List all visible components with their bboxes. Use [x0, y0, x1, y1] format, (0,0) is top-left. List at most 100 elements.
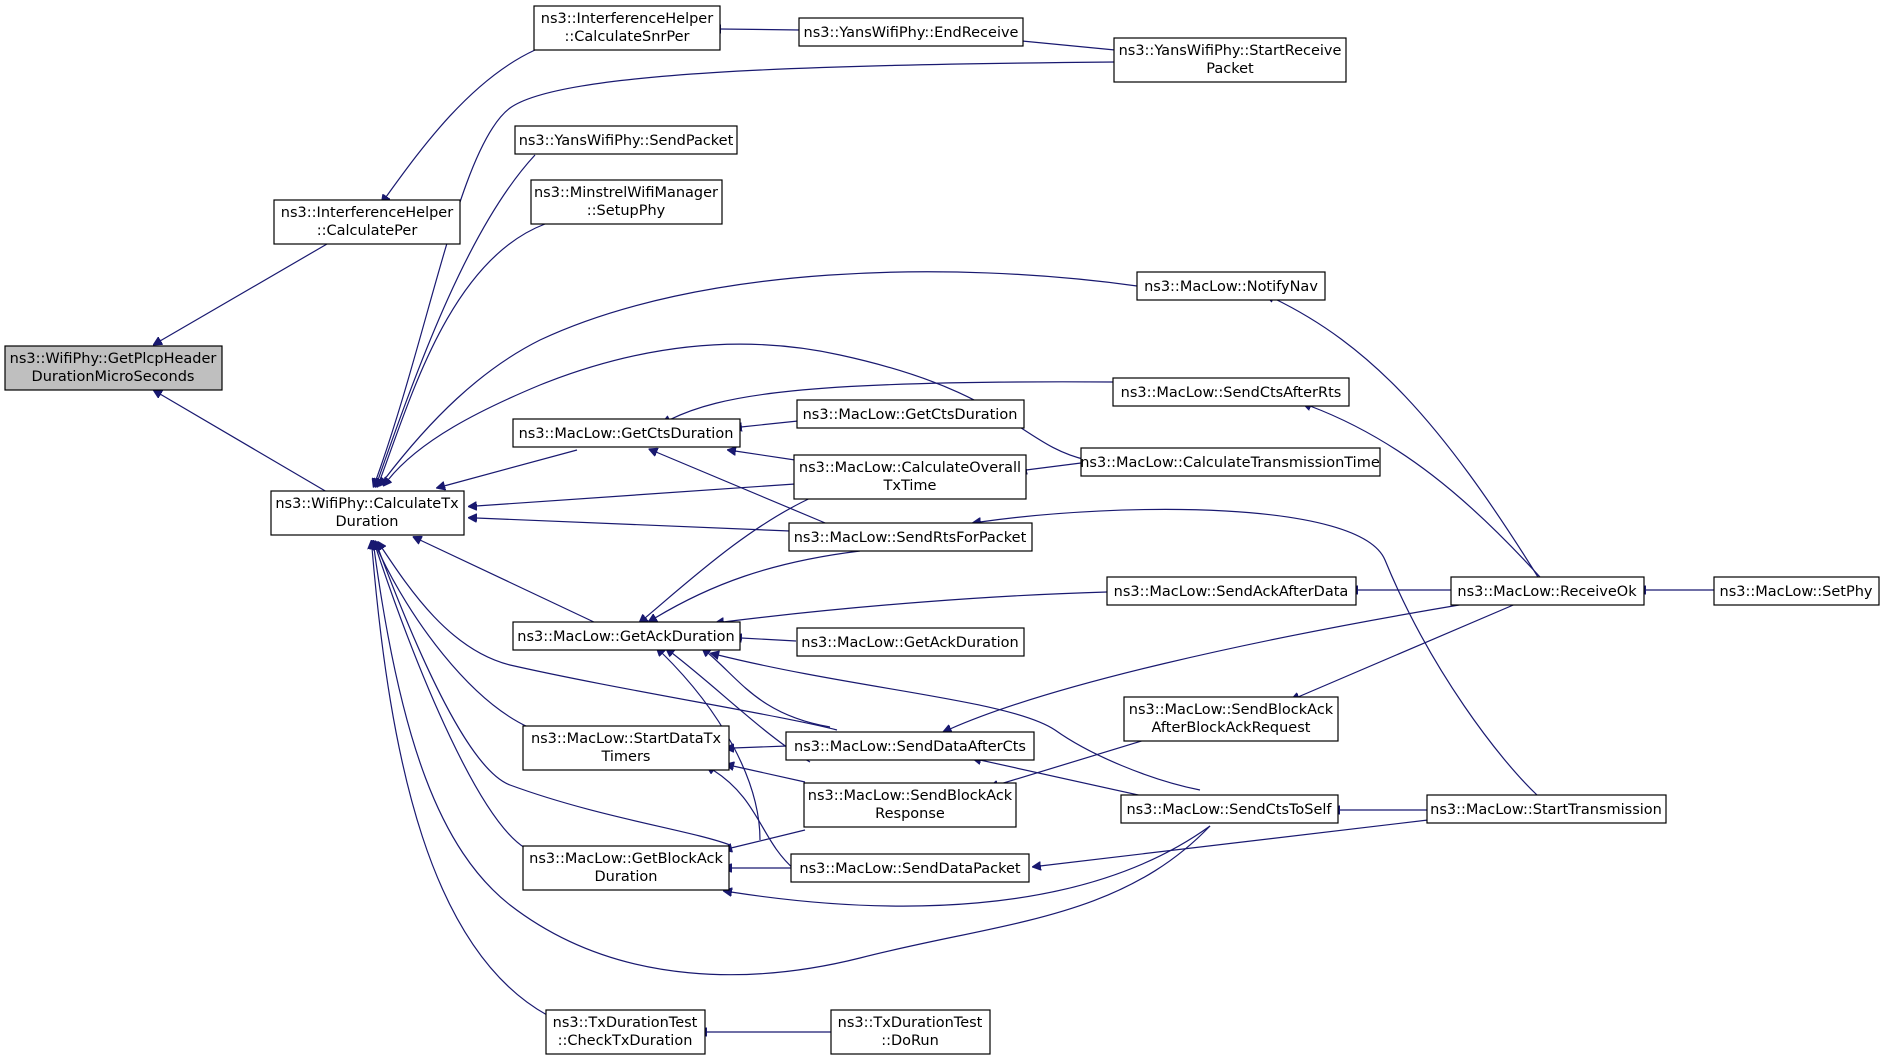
node-interference-calculate-per[interactable]: ns3::InterferenceHelper ::CalculatePer — [273, 199, 461, 245]
node-start-data-tx-timers[interactable]: ns3::MacLow::StartDataTx Timers — [522, 725, 730, 771]
edge-calcsnrper-to-calcper — [386, 49, 536, 197]
node-label: ns3::MacLow::NotifyNav — [1144, 279, 1318, 295]
edge-sendrts-to-getctsdur — [656, 452, 831, 526]
edge-startreceive-to-calctxdur — [376, 61, 1116, 480]
node-label: DurationMicroSeconds — [32, 369, 195, 385]
node-label: ns3::MacLow::GetCtsDuration — [803, 407, 1018, 423]
node-label: Timers — [600, 749, 650, 765]
edge-notifynav-to-calctxdur — [384, 271, 1138, 480]
node-send-block-ack-after-request[interactable]: ns3::MacLow::SendBlockAck AfterBlockAckR… — [1123, 696, 1339, 742]
edge-calcoverall-to-calctxdur — [476, 483, 796, 506]
edge-getctsdur2-to-getctsdur — [741, 420, 799, 427]
node-label: ns3::MacLow::GetAckDuration — [801, 635, 1019, 651]
node-set-phy[interactable]: ns3::MacLow::SetPhy — [1713, 576, 1880, 606]
edge-getackdur2-to-getackdur — [741, 638, 797, 641]
edge-minstrel-to-calctxdur — [380, 223, 546, 480]
edge-getctsdur-to-calctxdur — [444, 449, 578, 486]
node-label: ns3::InterferenceHelper — [281, 205, 453, 221]
node-notify-nav[interactable]: ns3::MacLow::NotifyNav — [1136, 271, 1326, 301]
node-label: ns3::MacLow::SendBlockAck — [1129, 702, 1334, 718]
edge-sendpacket-to-calctxdur — [378, 154, 536, 480]
node-calculate-transmission-time[interactable]: ns3::MacLow::CalculateTransmissionTime — [1080, 447, 1381, 477]
edge-calctranstime-to-calcoverall — [1026, 462, 1082, 470]
edge-senddataafterctscts-to-getackdur — [708, 653, 831, 728]
node-label: Packet — [1206, 61, 1254, 77]
node-label: ns3::MacLow::SendCtsToSelf — [1126, 802, 1332, 818]
node-label: ns3::WifiPhy::GetPlcpHeader — [10, 351, 217, 367]
node-label: ns3::YansWifiPhy::EndReceive — [804, 25, 1019, 41]
node-label: ns3::WifiPhy::CalculateTx — [275, 496, 459, 512]
edge-getblockackdur-to-calctxdur — [376, 548, 526, 849]
edge-senddatapacket-to-calctxdur — [378, 548, 731, 846]
node-send-cts-after-rts[interactable]: ns3::MacLow::SendCtsAfterRts — [1112, 377, 1350, 407]
node-label: ns3::MacLow::ReceiveOk — [1457, 584, 1637, 600]
nodes: ns3::WifiPhy::GetPlcpHeader DurationMicr… — [4, 5, 1880, 1055]
edge-receiveok-to-blockackafterreq — [1298, 602, 1519, 697]
edge-sendackafterdata-to-getackdur — [723, 591, 1108, 622]
edges — [160, 29, 1715, 1032]
node-interference-calculate-snr-per[interactable]: ns3::InterferenceHelper ::CalculateSnrPe… — [533, 5, 721, 51]
node-get-ack-duration-2[interactable]: ns3::MacLow::GetAckDuration — [796, 627, 1025, 657]
node-label: ::CheckTxDuration — [558, 1033, 693, 1049]
node-label: ns3::MacLow::SendDataAfterCts — [794, 739, 1026, 755]
edge-senddatapacket-to-startdatatx — [713, 770, 796, 871]
node-get-cts-duration-2[interactable]: ns3::MacLow::GetCtsDuration — [796, 399, 1025, 429]
node-yans-end-receive[interactable]: ns3::YansWifiPhy::EndReceive — [798, 17, 1024, 47]
node-label: ns3::MacLow::GetAckDuration — [517, 629, 735, 645]
edge-starttransmission-to-senddatapacket — [1040, 819, 1429, 866]
node-send-ack-after-data[interactable]: ns3::MacLow::SendAckAfterData — [1106, 576, 1357, 606]
node-send-cts-to-self[interactable]: ns3::MacLow::SendCtsToSelf — [1120, 794, 1339, 824]
edge-senddataafterctscts-to-startdatatx — [733, 746, 788, 748]
node-label: ::SetupPhy — [587, 203, 666, 219]
node-calculate-overall-tx-time[interactable]: ns3::MacLow::CalculateOverall TxTime — [793, 454, 1027, 500]
node-label: ::DoRun — [881, 1033, 939, 1049]
node-start-transmission[interactable]: ns3::MacLow::StartTransmission — [1426, 794, 1667, 824]
node-txdurationtest-do-run[interactable]: ns3::TxDurationTest ::DoRun — [830, 1009, 991, 1055]
node-label: ns3::YansWifiPhy::StartReceive — [1119, 43, 1342, 59]
node-label: ns3::TxDurationTest — [838, 1015, 983, 1031]
edge-sendrts-to-getackdur — [655, 550, 861, 618]
node-label: ns3::MacLow::StartTransmission — [1430, 802, 1662, 818]
node-send-rts-for-packet[interactable]: ns3::MacLow::SendRtsForPacket — [788, 522, 1033, 552]
edge-ctstoself-to-senddataafterctscts — [980, 760, 1153, 799]
node-label: ns3::MacLow::GetBlockAck — [529, 851, 723, 867]
edge-calcoverall-to-getackdur — [645, 495, 816, 618]
node-send-block-ack-response[interactable]: ns3::MacLow::SendBlockAck Response — [803, 782, 1017, 828]
node-get-plcp-header-duration[interactable]: ns3::WifiPhy::GetPlcpHeader DurationMicr… — [4, 345, 223, 391]
node-get-cts-duration[interactable]: ns3::MacLow::GetCtsDuration — [512, 418, 741, 448]
node-label: Duration — [336, 514, 399, 530]
node-yans-start-receive-packet[interactable]: ns3::YansWifiPhy::StartReceive Packet — [1113, 37, 1347, 83]
node-label: TxTime — [883, 478, 937, 494]
node-yans-send-packet[interactable]: ns3::YansWifiPhy::SendPacket — [514, 125, 738, 155]
edge-receiveok-to-notifynav — [1273, 298, 1539, 578]
edge-senddataafterctscts-to-calctxdur — [382, 548, 838, 731]
node-label: ns3::MacLow::SendBlockAck — [808, 788, 1013, 804]
node-label: ns3::MacLow::CalculateTransmissionTime — [1080, 455, 1380, 471]
node-label: ns3::MacLow::CalculateOverall — [799, 460, 1021, 476]
edge-sendctsafterrts-to-getctsdur — [669, 381, 1114, 420]
edge-getackdur-to-calctxdur — [420, 540, 597, 624]
node-label: ::CalculateSnrPer — [565, 29, 690, 45]
node-label: ns3::MacLow::SendCtsAfterRts — [1121, 385, 1342, 401]
node-label: ns3::MacLow::SendRtsForPacket — [794, 530, 1027, 546]
node-send-data-after-cts[interactable]: ns3::MacLow::SendDataAfterCts — [785, 731, 1035, 761]
edge-ctstoself-to-getackdur — [718, 655, 1201, 791]
edge-blockackresp-to-getblockackdur — [731, 829, 806, 848]
node-get-ack-duration[interactable]: ns3::MacLow::GetAckDuration — [512, 621, 741, 651]
node-receive-ok[interactable]: ns3::MacLow::ReceiveOk — [1450, 576, 1645, 606]
node-minstrel-setup-phy[interactable]: ns3::MinstrelWifiManager ::SetupPhy — [530, 179, 723, 225]
edge-calctxdur-to-root — [160, 394, 328, 493]
node-label: Response — [875, 806, 945, 822]
node-calculate-tx-duration[interactable]: ns3::WifiPhy::CalculateTx Duration — [270, 490, 465, 536]
node-get-block-ack-duration[interactable]: ns3::MacLow::GetBlockAck Duration — [522, 845, 730, 891]
edge-ctstoself-to-getblockackdur — [731, 825, 1211, 907]
edge-starttransmission-to-sendrts — [980, 508, 1538, 796]
edge-startreceive-to-endreceive — [1022, 41, 1116, 51]
node-label: ns3::MacLow::SendAckAfterData — [1114, 584, 1349, 600]
node-send-data-packet[interactable]: ns3::MacLow::SendDataPacket — [790, 853, 1030, 883]
node-label: ::CalculatePer — [317, 223, 418, 239]
node-check-tx-duration[interactable]: ns3::TxDurationTest ::CheckTxDuration — [545, 1009, 706, 1055]
node-label: ns3::MacLow::SetPhy — [1720, 584, 1873, 600]
edge-calcper-to-root — [160, 243, 328, 341]
